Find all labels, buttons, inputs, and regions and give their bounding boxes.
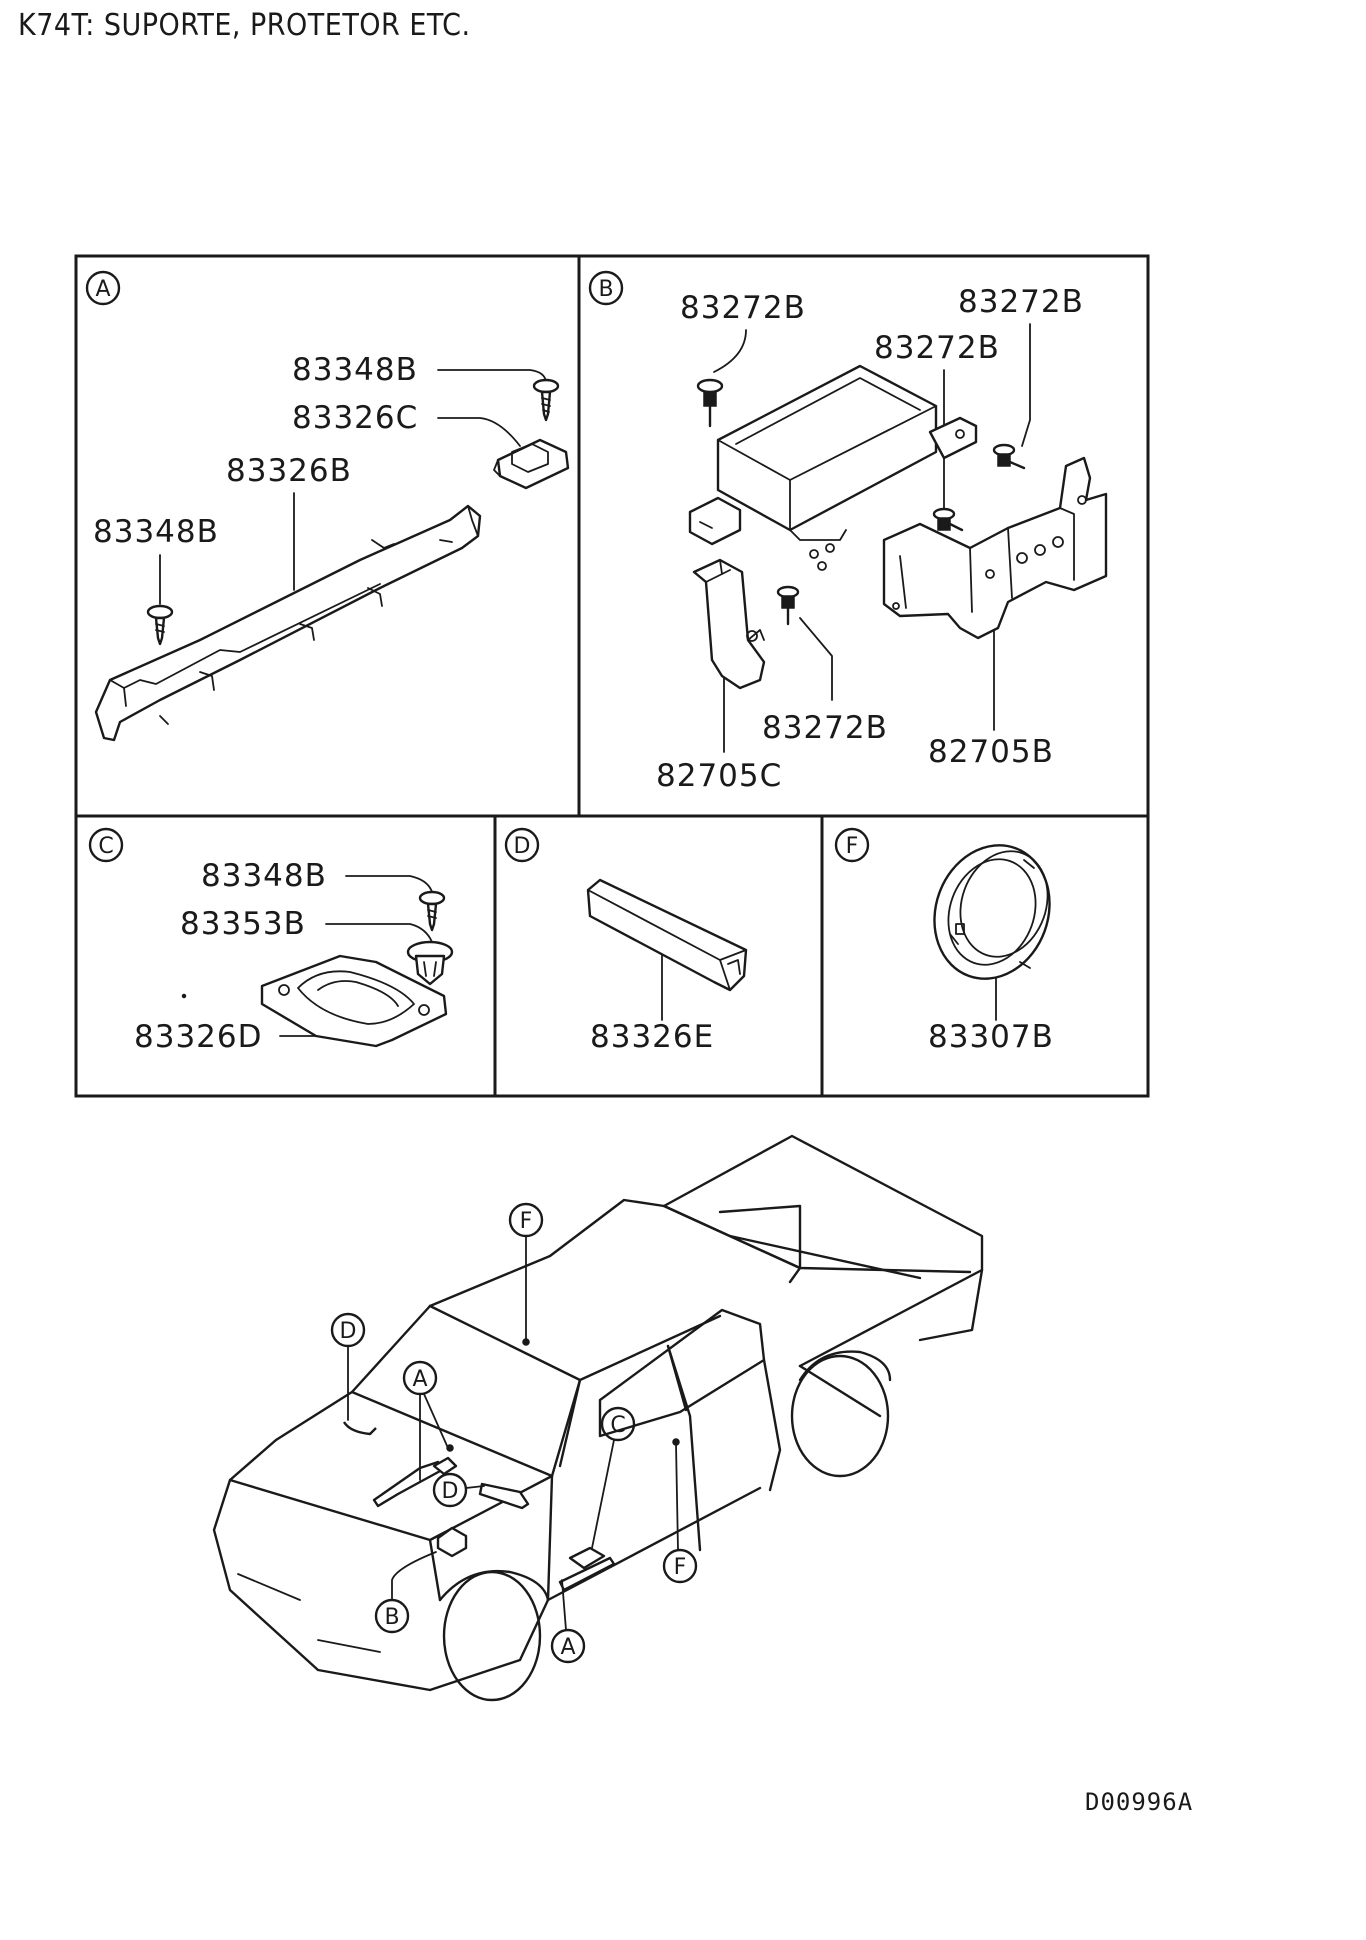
protector-83326d [260, 954, 448, 1048]
panel-c-letter: C [98, 834, 113, 859]
panel-f-letter-badge: F [834, 827, 870, 863]
part-label-82705c: 82705C [656, 758, 782, 794]
vehicle-callout-d-hood: D [432, 1472, 485, 1508]
clip-83353b [406, 940, 454, 986]
page-title: K74T: SUPORTE, PROTETOR ETC. [18, 8, 471, 43]
bolt-83272b-top-left [696, 378, 724, 428]
panel-b: B 83272B 83272B 83272B 83272B 82705B 827… [588, 270, 1108, 794]
panel-b-letter: B [598, 277, 613, 302]
bracket-82705b [882, 456, 1108, 640]
panel-a-letter: A [95, 277, 110, 302]
protector-83326e [586, 878, 748, 992]
panel-f: F 83307B [834, 827, 1054, 1055]
screw-83348b-left [146, 604, 174, 646]
protector-83326b [94, 504, 482, 742]
vehicle-callout-f-door: F [662, 1443, 698, 1584]
svg-text:C: C [610, 1413, 625, 1438]
panel-frame [74, 254, 1150, 1098]
relay-box [688, 364, 978, 571]
part-label-83272b-top-left: 83272B [680, 290, 806, 326]
clip-83326c [493, 438, 570, 490]
svg-text:D: D [340, 1319, 357, 1344]
bolt-83272b-top-right [992, 443, 1026, 470]
part-label-83326e: 83326E [590, 1019, 714, 1055]
vehicle-callout-a-sill: A [550, 1579, 586, 1664]
part-label-83326b: 83326B [226, 453, 352, 489]
vehicle-callout-a-front: A [402, 1360, 449, 1481]
svg-text:F: F [674, 1555, 687, 1580]
bolt-83272b-middle [932, 507, 964, 532]
svg-text:A: A [412, 1367, 427, 1392]
part-label-83348b-c: 83348B [201, 858, 327, 894]
part-label-83326d: 83326D [134, 1019, 263, 1055]
panel-a-letter-badge: A [85, 270, 121, 306]
vehicle-illustration: F D A C D B F [212, 1134, 984, 1702]
vehicle-callout-d-front: D [330, 1312, 366, 1421]
panel-f-letter: F [846, 834, 859, 859]
vehicle-callout-f-roof: F [508, 1202, 544, 1341]
svg-text:D: D [442, 1479, 459, 1504]
part-label-83272b-top-right: 83272B [958, 284, 1084, 320]
part-label-83353b: 83353B [180, 906, 306, 942]
part-label-83326c: 83326C [292, 400, 418, 436]
part-label-83348b-left: 83348B [93, 514, 219, 550]
panel-c-letter-badge: C [88, 827, 124, 863]
svg-text:A: A [560, 1635, 575, 1660]
screw-83348b-c [418, 890, 446, 932]
svg-text:B: B [384, 1605, 399, 1630]
document-code: D00996A [1085, 1788, 1194, 1816]
panel-b-letter-badge: B [588, 270, 624, 306]
panel-d: D 83326E [504, 827, 748, 1055]
part-label-83348b-top: 83348B [292, 352, 418, 388]
panel-d-letter-badge: D [504, 827, 540, 863]
bolt-83272b-bottom [776, 585, 800, 626]
part-label-83307b: 83307B [928, 1019, 1054, 1055]
panel-c: C 83348B 83353B 83326D [88, 827, 454, 1055]
vehicle-callout-b: B [374, 1551, 437, 1634]
svg-text:F: F [520, 1209, 533, 1234]
vehicle-callout-c-door: C [591, 1406, 636, 1549]
panel-d-letter: D [514, 834, 531, 859]
panel-a: A 83348B 83326C 83326B 83348B [85, 270, 570, 742]
part-label-82705b: 82705B [928, 734, 1054, 770]
screw-83348b-top [532, 378, 560, 422]
part-label-83272b-bottom: 83272B [762, 710, 888, 746]
grommet-83307b [933, 844, 1051, 980]
bracket-82705c [692, 558, 766, 690]
part-label-83272b-middle: 83272B [874, 330, 1000, 366]
